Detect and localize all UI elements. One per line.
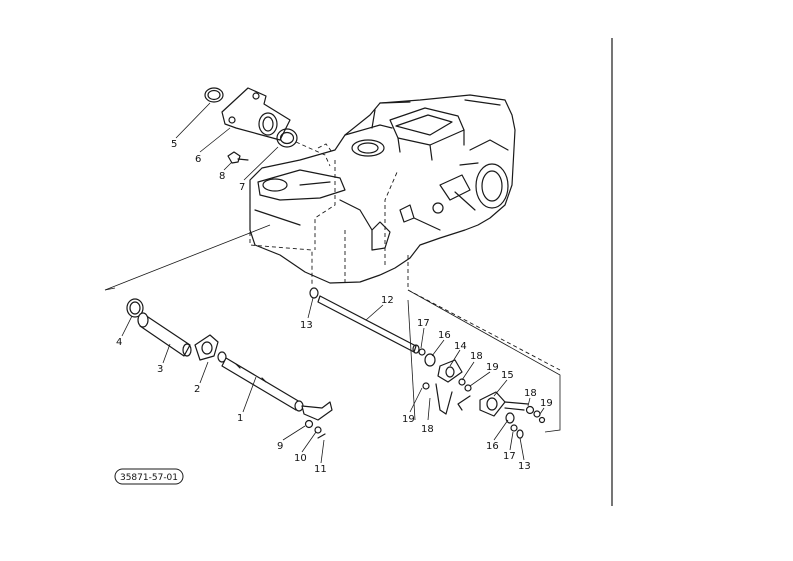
callout-1: 1 — [237, 413, 243, 424]
callout-14: 14 — [454, 341, 467, 352]
callout-leaders — [121, 102, 545, 464]
callout-2: 2 — [194, 384, 200, 395]
diagram-code-text: 35871-57-01 — [120, 473, 178, 483]
gear-housing — [249, 94, 561, 371]
ring-part-4 — [126, 298, 144, 318]
callout-8: 8 — [219, 171, 225, 182]
fork-lever — [435, 383, 453, 415]
callout-5: 5 — [171, 139, 177, 150]
callout-16-top: 16 — [438, 330, 451, 341]
callout-18-top: 18 — [470, 351, 483, 362]
washer-part-9 — [304, 419, 314, 429]
callout-17-bottom: 17 — [503, 451, 516, 462]
shifter-part-14 — [437, 359, 463, 383]
pin-part-19 — [464, 384, 472, 392]
shift-shaft-assembly — [126, 298, 333, 439]
callout-10: 10 — [294, 453, 307, 464]
callout-19-right: 19 — [540, 398, 553, 409]
snap-ring-part-13 — [309, 287, 319, 299]
fork-rod-assembly — [309, 287, 561, 439]
nut-part-10 — [314, 426, 322, 434]
o-ring-part-5 — [204, 87, 224, 103]
callout-19-left: 19 — [402, 414, 415, 425]
sleeve-part-3 — [137, 312, 192, 357]
callout-6: 6 — [195, 154, 201, 165]
callout-4: 4 — [116, 337, 122, 348]
cover-flange-group — [204, 87, 333, 167]
spring-part-17 — [418, 348, 426, 356]
pin-part-11 — [317, 433, 326, 439]
shifter-part-15 — [457, 391, 529, 417]
callout-18-left: 18 — [421, 424, 434, 435]
gasket-part-7 — [276, 128, 298, 148]
callout-18-right: 18 — [524, 388, 537, 399]
callout-11: 11 — [314, 464, 327, 475]
callout-7: 7 — [239, 182, 245, 193]
callout-labels: 5 6 8 7 4 3 2 1 9 10 11 13 12 17 16 14 1… — [116, 139, 553, 475]
diagram-reference-code: 35871-57-01 — [114, 468, 184, 485]
bolt-part-8 — [227, 151, 249, 164]
callout-19-top: 19 — [486, 362, 499, 373]
callout-3: 3 — [157, 364, 163, 375]
ball-part-18 — [458, 378, 466, 386]
callout-9: 9 — [277, 441, 283, 452]
callout-15: 15 — [501, 370, 514, 381]
ring-part-16 — [424, 353, 436, 367]
callout-16-bottom: 16 — [486, 441, 499, 452]
callout-13-bottom: 13 — [518, 461, 531, 472]
callout-12: 12 — [381, 295, 394, 306]
rod-part-12 — [317, 295, 417, 353]
shaft-part-1 — [221, 357, 333, 421]
bracket-part-2 — [194, 334, 227, 363]
callout-13-top: 13 — [300, 320, 313, 331]
callout-17-top: 17 — [417, 318, 430, 329]
